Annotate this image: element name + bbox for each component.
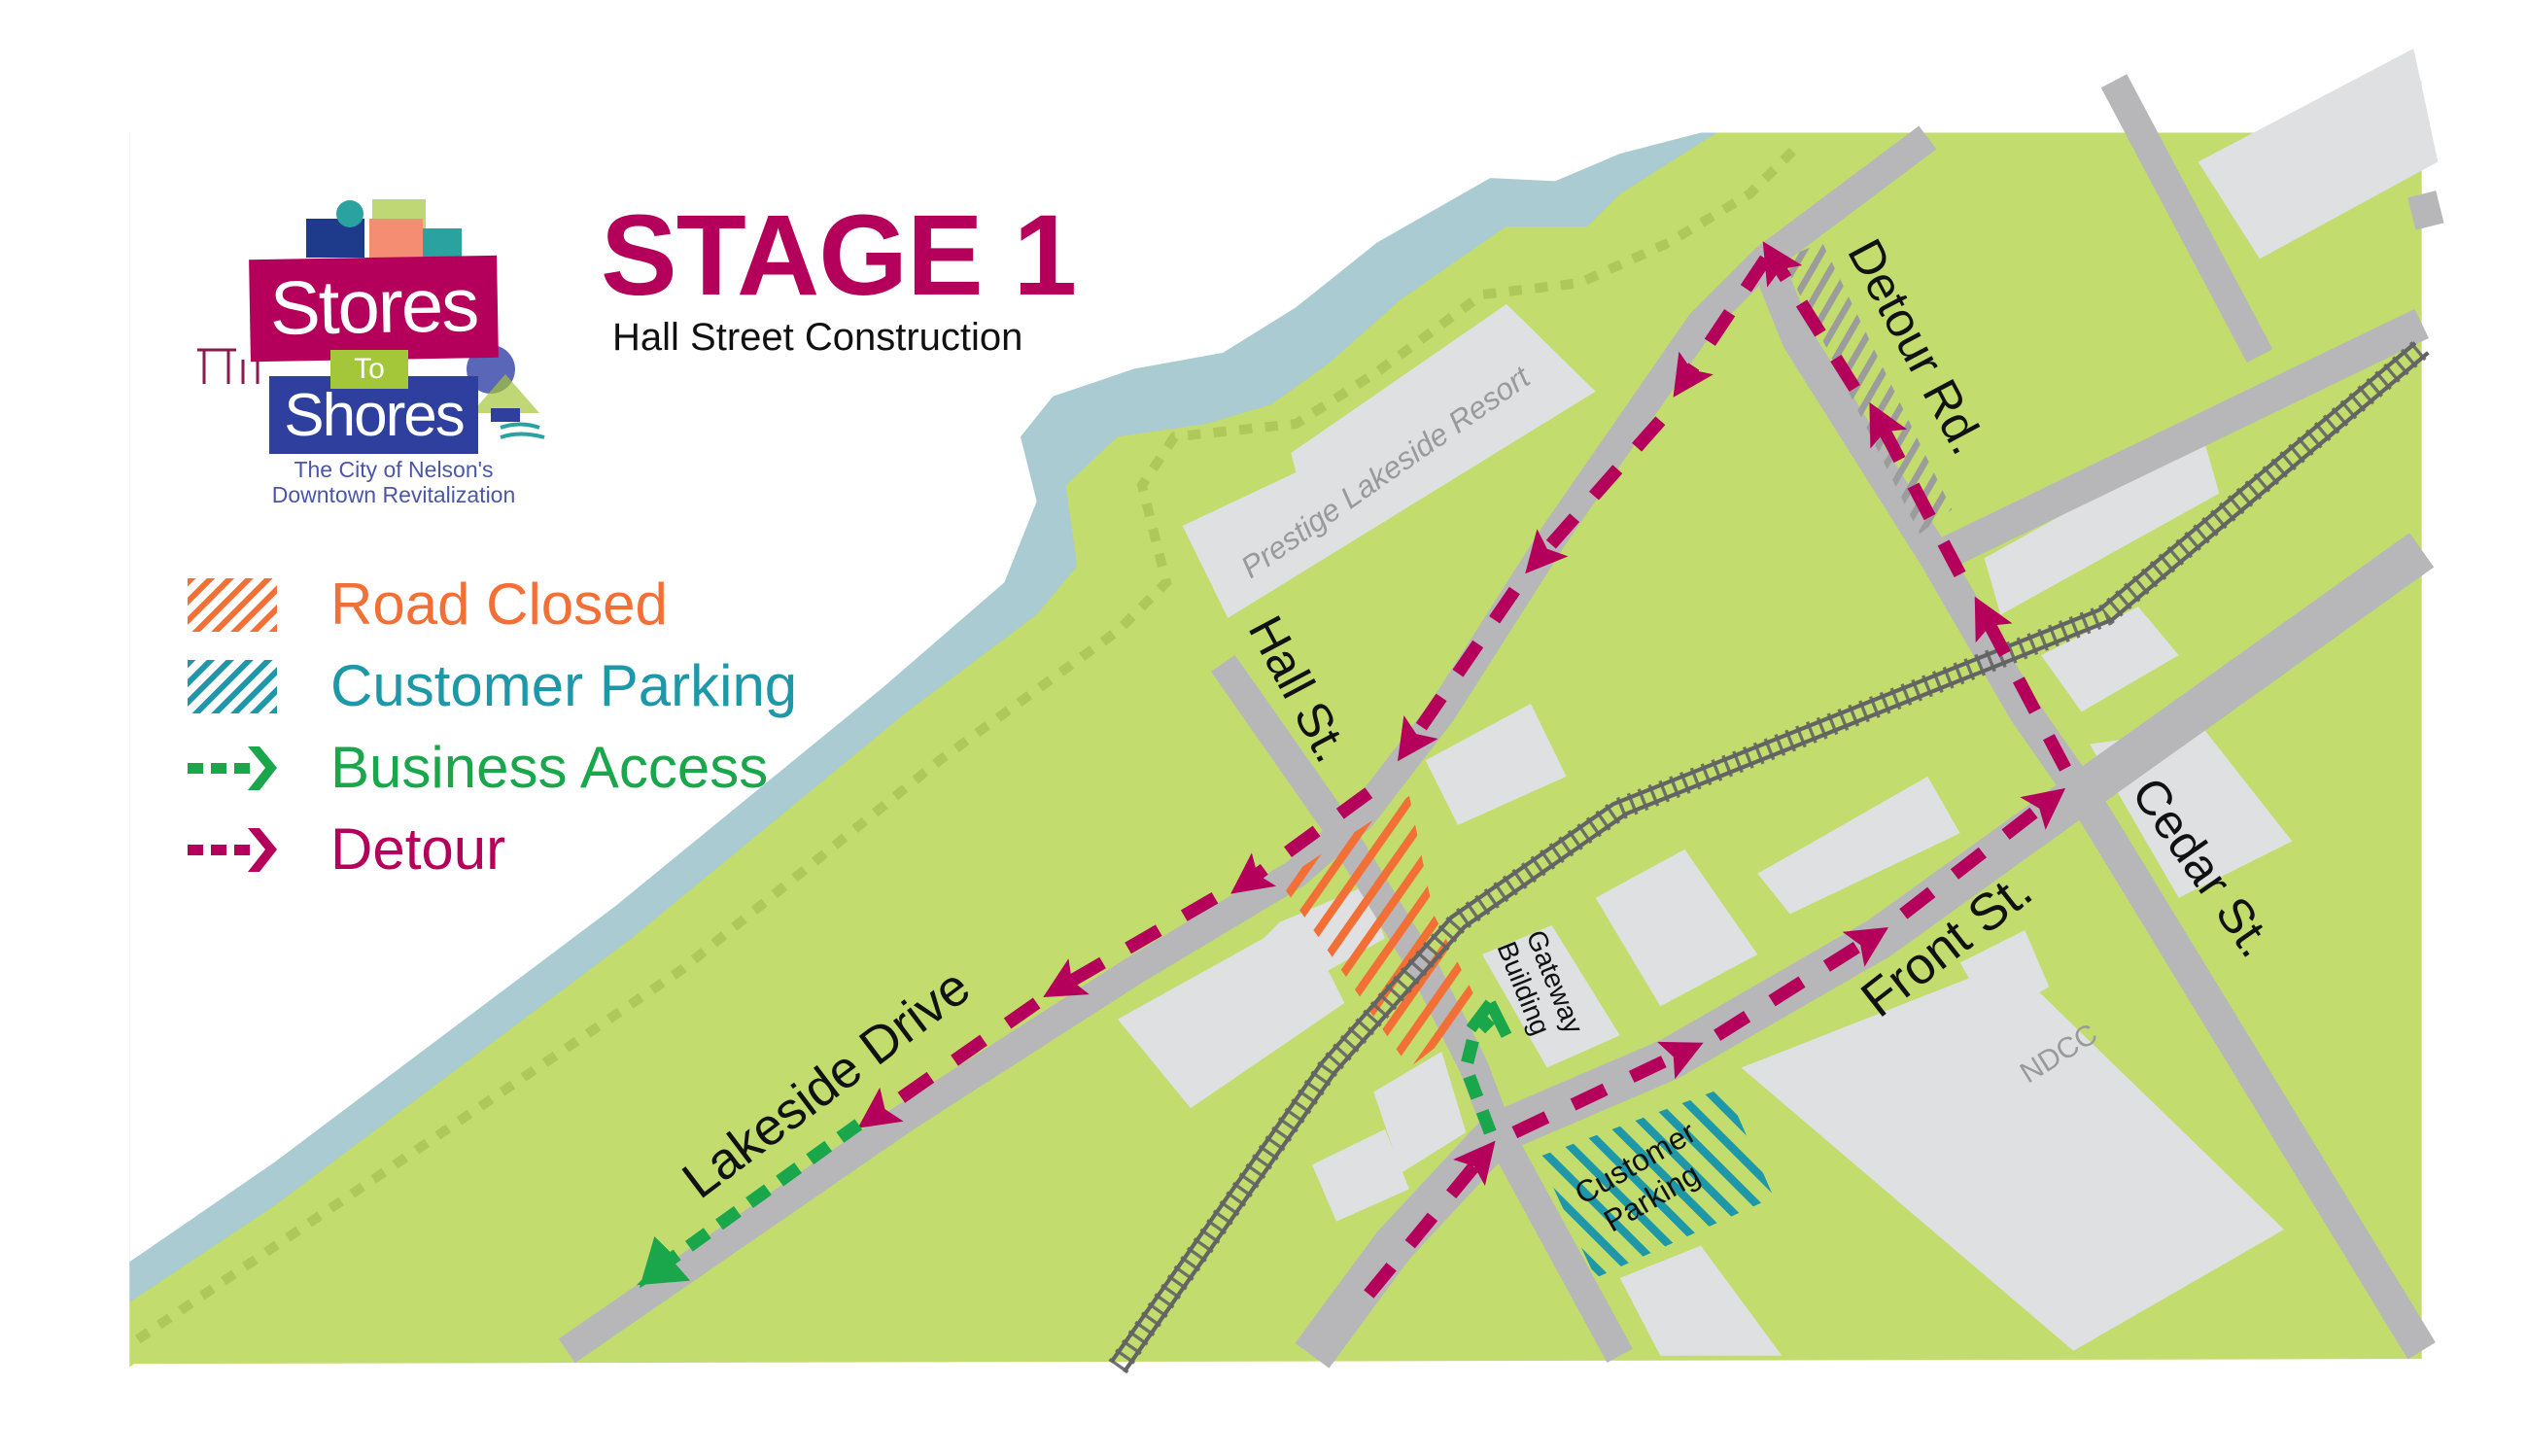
legend-business-access: Business Access xyxy=(188,727,797,809)
road-closed-area xyxy=(1279,795,1482,1068)
logo-tagline: The City of Nelson's Downtown Revitaliza… xyxy=(271,457,516,507)
logo-stores-banner: Stores xyxy=(249,255,499,363)
magenta-dashed-arrow-icon xyxy=(188,827,277,872)
logo-shores-banner: Shores xyxy=(269,376,478,454)
detour-route xyxy=(857,241,2071,1299)
buildings xyxy=(1118,303,2293,1356)
stores-to-shores-logo: Stores Shores To The City of Nelson's Do… xyxy=(180,160,598,510)
orange-hatch-icon xyxy=(188,577,277,632)
roads xyxy=(558,74,2444,1369)
green-dashed-arrow-icon xyxy=(188,745,277,790)
teal-hatch-icon xyxy=(188,659,277,713)
page-subtitle: Hall Street Construction xyxy=(612,316,1023,359)
legend-customer-parking: Customer Parking xyxy=(188,645,797,727)
map-legend: Road Closed Customer Parking Business Ac… xyxy=(188,564,797,890)
customer-parking-area xyxy=(1539,1087,1774,1278)
access-arrow-icon xyxy=(636,1235,691,1289)
page-title: STAGE 1 xyxy=(601,191,1077,320)
business-access-route xyxy=(652,1014,1497,1275)
legend-road-closed: Road Closed xyxy=(188,564,797,645)
railway xyxy=(1108,338,2430,1374)
logo-to-badge: To xyxy=(330,350,408,389)
lake-water-white xyxy=(129,132,1701,1263)
legend-detour: Detour xyxy=(188,809,797,890)
